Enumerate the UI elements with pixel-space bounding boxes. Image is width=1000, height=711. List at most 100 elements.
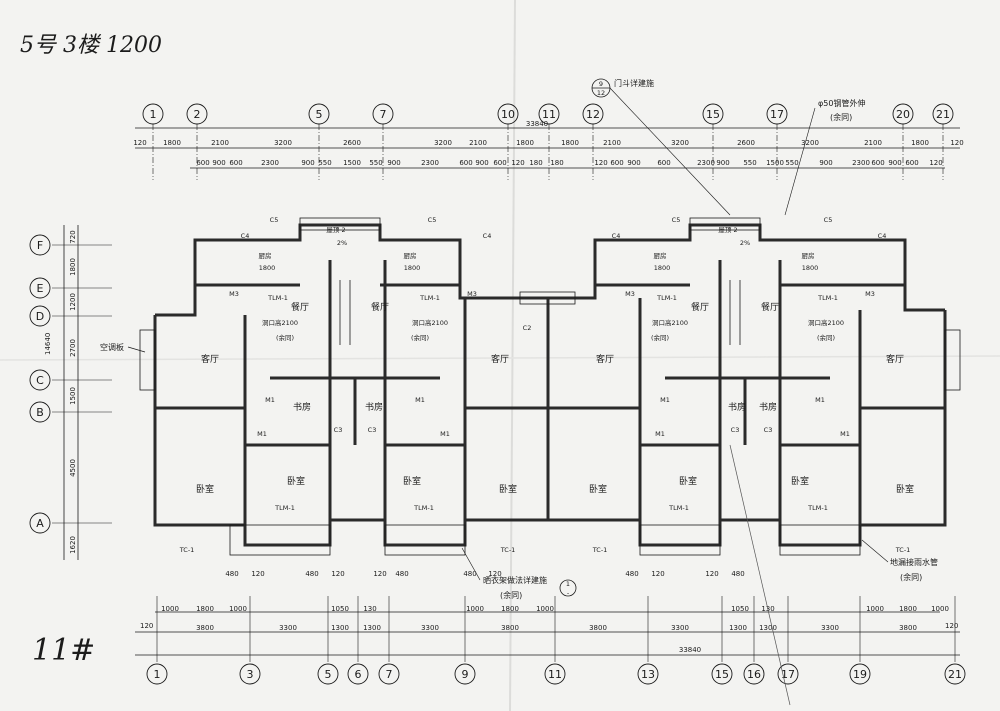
grid-axis-bottom: 3 [239,663,261,685]
left-dim: 720 [69,230,77,243]
room-label: TLM-1 [668,504,689,512]
left-dim: 1800 [69,258,77,276]
top-dimension-lines [135,127,960,169]
room-label: C4 [241,232,250,240]
svg-text:-: - [567,589,570,597]
room-label: C3 [731,426,740,434]
room-label: M1 [660,396,670,404]
bottom-dim-1: 1000 [536,605,554,613]
room-label: C4 [878,232,887,240]
left-dim: 1200 [69,293,77,311]
room-label: 屋顶 2 [326,226,345,234]
top-dim-1: 120 [133,139,146,147]
pipe-same-label: (余同) [830,112,852,122]
top-dim-2: 600 [493,159,506,167]
grid-axis-top-label: 15 [706,108,720,121]
top-dim-1: 3200 [434,139,452,147]
room-label: TC-1 [592,546,608,554]
drying-rack-same-label: (余同) [500,590,522,600]
paper-fold [0,355,1000,361]
grid-axis-bottom-label: 15 [715,668,729,681]
room-label: M1 [840,430,850,438]
room-label: TC-1 [179,546,195,554]
grid-axis-bottom: 6 [347,663,369,685]
top-dim-2: 900 [387,159,400,167]
bottom-dim-1: 1800 [899,605,917,613]
grid-axis-bottom: 5 [317,663,339,685]
bottom-wall-dim: 480 [225,570,238,578]
svg-text:9: 9 [599,80,603,88]
bottom-dim-2: 3300 [821,624,839,632]
handwritten-building-number: 11# [32,633,95,668]
room-label: 洞口高2100 [262,318,298,327]
grid-axis-bottom-label: 6 [355,668,362,681]
grid-axis-top: 21 [932,103,954,125]
bottom-dim-2: 1300 [729,624,747,632]
room-label: 卧室 [403,475,421,487]
top-dim-1: 3200 [671,139,689,147]
room-label: 客厅 [886,353,904,365]
grid-axis-bottom: 9 [454,663,476,685]
room-label: 客厅 [201,353,219,365]
top-dim-2: 900 [301,159,314,167]
bottom-wall-dim: 120 [705,570,718,578]
top-dim-1: 3200 [274,139,292,147]
grid-axis-top-label: 7 [380,108,387,121]
bottom-dim-1: 1000 [466,605,484,613]
top-dim-2: 900 [627,159,640,167]
grid-axis-top: 2 [186,103,208,125]
bottom-dim-1: 130 [363,605,376,613]
grid-axis-top: 7 [372,103,394,125]
left-dim: 2700 [69,339,77,357]
room-label: 洞口高2100 [808,318,844,327]
top-dim-2: 2300 [697,159,715,167]
grid-axis-left-label: F [37,239,43,252]
floor-drain-callout: 地漏接雨水管 (余同) [861,539,938,582]
room-label: M3 [865,290,875,298]
room-label: 书房 [728,401,746,413]
bottom-wall-dim: 120 [331,570,344,578]
drying-rack-label: 晒衣架做法详建施 [483,575,547,585]
bottom-wall-dim: 120 [488,570,501,578]
room-label: 屋顶 2 [718,226,737,234]
balconies-windows [139,217,961,556]
room-label: 厨房 [259,251,272,260]
bottom-dim-2: 3800 [589,624,607,632]
top-dim-2: 2300 [261,159,279,167]
bottom-dim-2: 1300 [759,624,777,632]
room-label: C5 [428,216,437,224]
bottom-wall-dim: 480 [463,570,476,578]
room-label: (余同) [276,333,294,342]
grid-axis-bottom-label: 1 [154,668,161,681]
left-dimension-lines [63,225,79,560]
grid-axis-bottom: 15 [711,663,733,685]
grid-axis-bottom: 17 [777,663,799,685]
room-label: 客厅 [491,353,509,365]
bottom-dim-2: 3800 [899,624,917,632]
handwritten-note: 5号 3楼 1200 [20,33,162,58]
bottom-overall-dimension: 33840 [679,646,701,654]
top-dim-2: 1500 [343,159,361,167]
room-label: TLM-1 [413,504,434,512]
room-label: 厨房 [802,251,815,260]
bottom-wall-dim: 120 [251,570,264,578]
bottom-dim-1: 1800 [196,605,214,613]
building-walls [153,223,947,547]
top-dim-1: 2600 [737,139,755,147]
top-dim-2: 550 [318,159,331,167]
grid-axis-bottom-label: 17 [781,668,795,681]
top-dim-2: 180 [529,159,542,167]
drying-rack-callout: 晒衣架做法详建施 (余同) 1 - [461,547,577,600]
top-dim-2: 180 [550,159,563,167]
room-label: 卧室 [589,483,607,495]
grid-axis-left: F [29,234,51,256]
top-dim-2: 900 [716,159,729,167]
top-dim-1: 120 [950,139,963,147]
bottom-dim-2: 3300 [421,624,439,632]
top-dim-1: 2100 [211,139,229,147]
